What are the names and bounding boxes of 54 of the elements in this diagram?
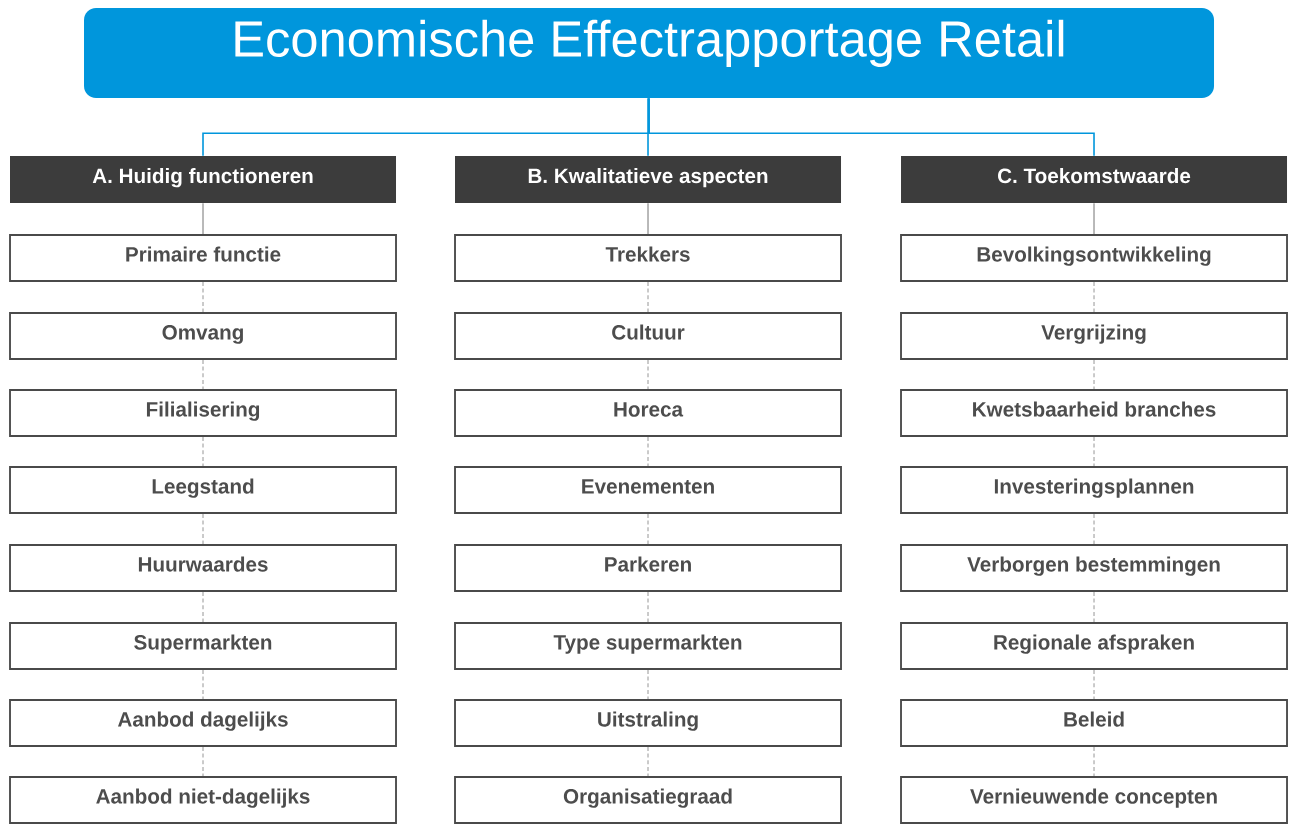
item-box: Organisatiegraad [454, 776, 842, 824]
item-box: Parkeren [454, 544, 842, 592]
item-box: Cultuur [454, 312, 842, 360]
connector-line [202, 436, 204, 467]
item-box: Bevolkingsontwikkeling [900, 234, 1288, 282]
connector-line [1093, 513, 1095, 545]
item-box: Vernieuwende concepten [900, 776, 1288, 824]
connector-line [202, 513, 204, 545]
item-box: Aanbod dagelijks [9, 699, 397, 747]
connector-line [647, 359, 649, 390]
column-header: A. Huidig functioneren [10, 156, 396, 203]
connector-line [647, 436, 649, 467]
item-box: Supermarkten [9, 622, 397, 670]
item-box: Investeringsplannen [900, 466, 1288, 514]
item-box: Omvang [9, 312, 397, 360]
connector-line [202, 746, 204, 777]
connector-line [648, 97, 1095, 157]
item-box: Kwetsbaarheid branches [900, 389, 1288, 437]
item-box: Beleid [900, 699, 1288, 747]
item-box: Evenementen [454, 466, 842, 514]
connector-line [202, 669, 204, 700]
item-box: Type supermarkten [454, 622, 842, 670]
item-box: Huurwaardes [9, 544, 397, 592]
item-box: Leegstand [9, 466, 397, 514]
column-header: B. Kwalitatieve aspecten [455, 156, 841, 203]
connector-line [1093, 202, 1095, 235]
item-box: Verborgen bestemmingen [900, 544, 1288, 592]
connector-line [647, 513, 649, 545]
connector-line [202, 591, 204, 623]
connector-line [1093, 281, 1095, 313]
item-box: Aanbod niet-dagelijks [9, 776, 397, 824]
connector-line [647, 97, 649, 157]
connector-line [202, 281, 204, 313]
connector-line [647, 669, 649, 700]
title-banner: Economische Effectrapportage Retail [84, 8, 1214, 98]
connector-line [1093, 359, 1095, 390]
item-box: Vergrijzing [900, 312, 1288, 360]
connector-line [647, 281, 649, 313]
connector-line [1093, 591, 1095, 623]
item-box: Filialisering [9, 389, 397, 437]
connector-line [647, 202, 649, 235]
item-box: Trekkers [454, 234, 842, 282]
connector-line [1093, 669, 1095, 700]
connector-line [1093, 746, 1095, 777]
item-box: Horeca [454, 389, 842, 437]
connector-line [1093, 436, 1095, 467]
connector-line [202, 359, 204, 390]
item-box: Regionale afspraken [900, 622, 1288, 670]
connector-line [647, 746, 649, 777]
connector-line [202, 202, 204, 235]
column-header: C. Toekomstwaarde [901, 156, 1287, 203]
item-box: Uitstraling [454, 699, 842, 747]
connector-line [647, 591, 649, 623]
item-box: Primaire functie [9, 234, 397, 282]
